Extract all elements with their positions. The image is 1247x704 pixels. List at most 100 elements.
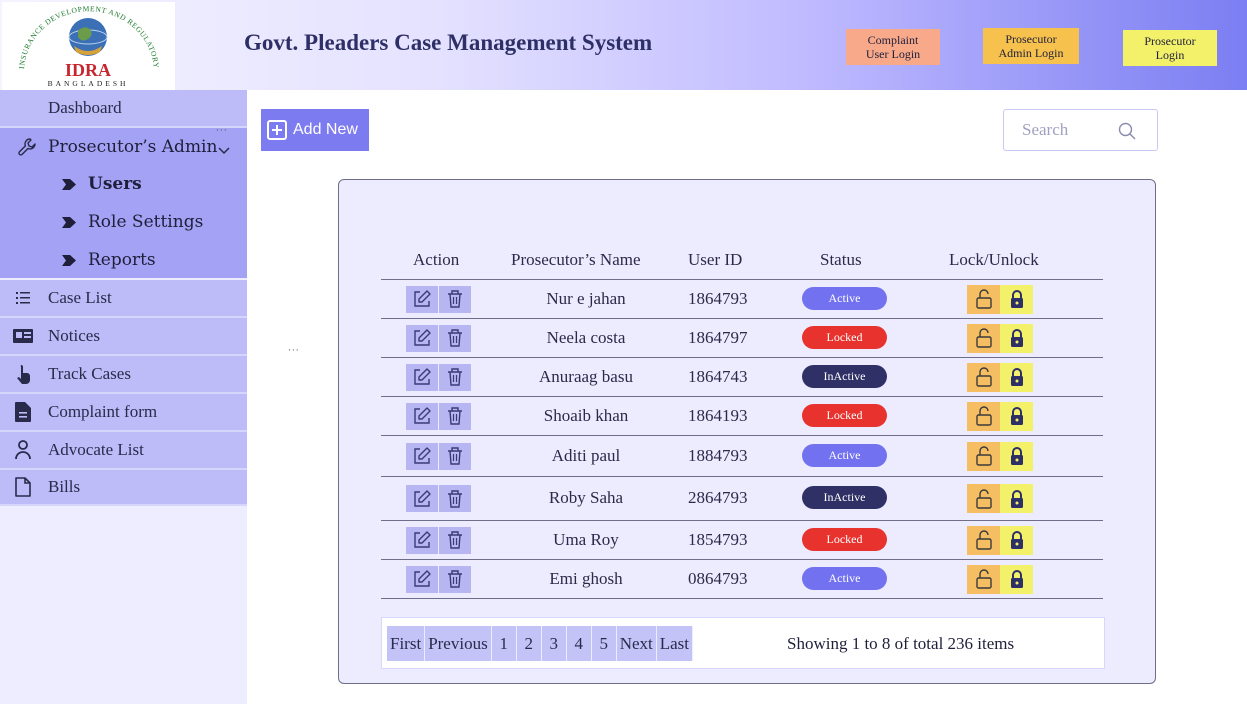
page-4-button[interactable]: 4 <box>566 626 592 661</box>
sidebar-item-advocate-list[interactable]: Advocate List <box>0 432 247 470</box>
row-actions <box>406 526 471 554</box>
sidebar-item-track-cases[interactable]: Track Cases <box>0 356 247 394</box>
lock-icon[interactable] <box>1000 484 1033 513</box>
status-badge: Active <box>802 566 887 590</box>
sidebar-item-dashboard[interactable]: Dashboard <box>0 90 247 128</box>
table-row-divider <box>381 598 1103 599</box>
delete-icon[interactable] <box>438 363 470 391</box>
sidebar-subitem-reports[interactable]: Reports <box>62 250 156 270</box>
sidebar-subitem-label: Role Settings <box>88 212 204 232</box>
unlock-icon[interactable] <box>967 525 1000 555</box>
unlock-icon[interactable] <box>967 401 1000 431</box>
edit-icon[interactable] <box>406 403 438 430</box>
edit-icon[interactable] <box>406 485 438 512</box>
lock-icon[interactable] <box>1000 362 1033 392</box>
page-5-button[interactable]: 5 <box>591 626 617 661</box>
edit-icon[interactable] <box>406 527 438 554</box>
sidebar-item-label: Notices <box>48 326 100 345</box>
unlock-icon[interactable] <box>967 323 1000 353</box>
prosecutor-login-button[interactable]: Prosecutor Login <box>1123 30 1217 66</box>
column-header-user-id: User ID <box>688 250 743 269</box>
logo-country: BANGLADESH <box>48 79 129 88</box>
table-row-divider <box>381 396 1103 397</box>
lock-toggle <box>967 564 1033 594</box>
search-input[interactable]: Search <box>1003 109 1158 151</box>
pagination: First Previous 1 2 3 4 5 Next Last <box>387 626 694 661</box>
lock-icon[interactable] <box>1000 284 1033 314</box>
idra-logo[interactable]: INSURANCE DEVELOPMENT AND REGULATORY AUT… <box>0 0 175 90</box>
sidebar-item-complaint-form[interactable]: Complaint form <box>0 394 247 432</box>
unlock-icon[interactable] <box>967 284 1000 314</box>
lock-toggle <box>967 284 1033 314</box>
arrow-right-icon <box>62 254 76 266</box>
app-header: INSURANCE DEVELOPMENT AND REGULATORY AUT… <box>0 0 1247 90</box>
sidebar-subitem-role-settings[interactable]: Role Settings <box>62 212 203 232</box>
sidebar-item-notices[interactable]: Notices <box>0 318 247 356</box>
edit-icon[interactable] <box>406 443 438 470</box>
search-icon[interactable] <box>1117 121 1137 141</box>
prosecutor-name: Neela costa <box>546 327 626 347</box>
add-new-button[interactable]: Add New <box>261 109 369 151</box>
delete-icon[interactable] <box>438 485 470 512</box>
delete-icon[interactable] <box>438 324 470 352</box>
edit-icon[interactable] <box>406 566 438 593</box>
unlock-icon[interactable] <box>967 441 1000 471</box>
sidebar-item-label: Bills <box>48 477 81 496</box>
sidebar-item-bills[interactable]: Bills <box>0 470 247 506</box>
delete-icon[interactable] <box>438 285 470 313</box>
page-3-button[interactable]: 3 <box>541 626 567 661</box>
lock-toggle <box>967 441 1033 471</box>
page-1-button[interactable]: 1 <box>491 626 517 661</box>
lock-icon[interactable] <box>1000 564 1033 594</box>
user-id: 1864743 <box>688 366 748 386</box>
delete-icon[interactable] <box>438 526 470 554</box>
unlock-icon[interactable] <box>967 564 1000 594</box>
lock-toggle <box>967 362 1033 392</box>
lock-toggle <box>967 323 1033 353</box>
unlock-icon[interactable] <box>967 484 1000 513</box>
delete-icon[interactable] <box>438 565 470 593</box>
unlock-icon[interactable] <box>967 362 1000 392</box>
table-row-divider <box>381 520 1103 521</box>
edit-icon[interactable] <box>406 364 438 391</box>
lock-icon[interactable] <box>1000 323 1033 353</box>
plus-icon <box>267 120 287 140</box>
prosecutor-admin-login-button[interactable]: Prosecutor Admin Login <box>983 28 1079 64</box>
sidebar-subitem-label: Reports <box>88 250 156 270</box>
lock-icon[interactable] <box>1000 441 1033 471</box>
lock-toggle <box>967 401 1033 431</box>
table-row-divider <box>381 559 1103 560</box>
complaint-user-login-button[interactable]: Complaint User Login <box>846 29 940 65</box>
edit-icon[interactable] <box>406 325 438 352</box>
page-next-button[interactable]: Next <box>616 626 657 661</box>
sidebar-item-label: Case List <box>48 288 112 307</box>
delete-icon[interactable] <box>438 402 470 430</box>
status-badge: Locked <box>802 325 887 349</box>
admin-login-line1: Prosecutor <box>1005 32 1057 46</box>
page-previous-button[interactable]: Previous <box>425 626 492 661</box>
delete-icon[interactable] <box>438 442 470 470</box>
prosecutor-login-line2: Login <box>1155 48 1185 62</box>
sidebar-item-case-list[interactable]: Case List <box>0 280 247 318</box>
complaint-login-line2: User Login <box>865 47 921 61</box>
column-header-action: Action <box>413 250 460 269</box>
status-badge: Active <box>802 286 887 310</box>
lock-icon[interactable] <box>1000 401 1033 431</box>
row-actions <box>406 565 471 593</box>
sidebar-subitem-users[interactable]: Users <box>62 174 142 194</box>
pagination-bar: First Previous 1 2 3 4 5 Next Last Showi… <box>381 617 1105 669</box>
page-2-button[interactable]: 2 <box>516 626 542 661</box>
chevron-down-icon[interactable] <box>218 140 230 160</box>
page-last-button[interactable]: Last <box>656 626 694 661</box>
users-table-panel: Action Prosecutor’s Name User ID Status … <box>338 179 1156 684</box>
edit-icon[interactable] <box>406 286 438 313</box>
page-first-button[interactable]: First <box>387 626 426 661</box>
sidebar-item-label: Prosecutor’s Admin <box>48 137 218 157</box>
sidebar-item-prosecutors-admin[interactable]: Prosecutor’s Admin ··· <box>0 126 247 164</box>
sidebar-item-label: Advocate List <box>48 440 144 459</box>
lock-icon[interactable] <box>1000 525 1033 555</box>
